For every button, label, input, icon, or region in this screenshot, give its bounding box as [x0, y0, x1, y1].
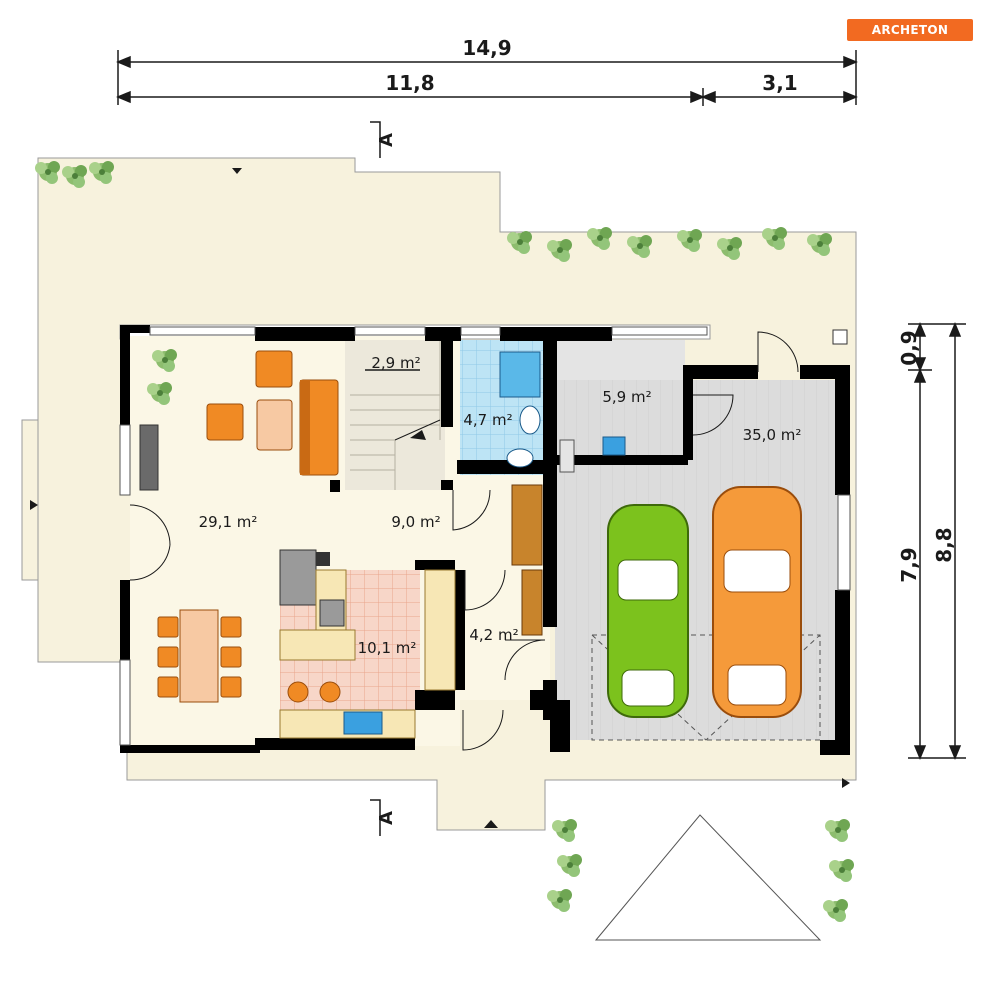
door-icon [129, 331, 799, 751]
room-area-garage: 35,0 m² [743, 426, 802, 444]
dim-depth-main: 7,9 [897, 547, 921, 582]
section-label-top: A [376, 133, 397, 147]
dim-garage-width: 3,1 [762, 71, 797, 95]
dim-total-width: 14,9 [462, 36, 511, 60]
car-icon [607, 504, 689, 718]
room-area-vestibule: 4,2 m² [469, 626, 518, 644]
fireplace-icon [139, 424, 159, 491]
section-mark-bottom: A [370, 799, 397, 836]
walls [120, 325, 850, 755]
chair-icon [157, 616, 341, 703]
car-icon [712, 486, 802, 718]
brand-logo: ARCHETON [847, 19, 973, 41]
toilet-icon [506, 448, 534, 468]
room-area-living: 29,1 m² [199, 513, 258, 531]
shower-icon [499, 351, 541, 398]
table-icon [179, 609, 219, 703]
dim-house-width: 11,8 [385, 71, 434, 95]
kitchen-counters [279, 549, 456, 739]
room-area-stairs: 2,9 m² [371, 354, 420, 372]
room-area-hall: 9,0 m² [391, 513, 440, 531]
fridge-icon [279, 549, 317, 606]
bathroom-fixtures [499, 351, 626, 473]
wardrobe-icon [521, 569, 543, 636]
section-label-bottom: A [376, 811, 397, 825]
section-mark-top: A [370, 121, 397, 158]
stove-icon [319, 599, 345, 627]
dimension-lines [116, 50, 966, 760]
sink-icon [519, 405, 541, 435]
room-area-boiler: 5,9 m² [602, 388, 651, 406]
room-area-kitchen: 10,1 m² [358, 639, 417, 657]
sink-icon [343, 711, 383, 735]
wardrobe-icon [511, 484, 543, 566]
brand-name: ARCHETON [871, 23, 949, 37]
entry-canopy [594, 814, 822, 941]
dim-depth-top: 0,9 [897, 330, 921, 365]
room-area-bathroom: 4,7 m² [463, 411, 512, 429]
staircase [350, 340, 441, 490]
dim-depth-total: 8,8 [932, 527, 956, 562]
chimney-icon [832, 329, 848, 345]
sofa-icon [299, 379, 339, 476]
armchair-icon [206, 350, 293, 441]
windows [119, 326, 851, 746]
garage-door-outline [591, 634, 821, 741]
coffee-table-icon [256, 399, 293, 451]
